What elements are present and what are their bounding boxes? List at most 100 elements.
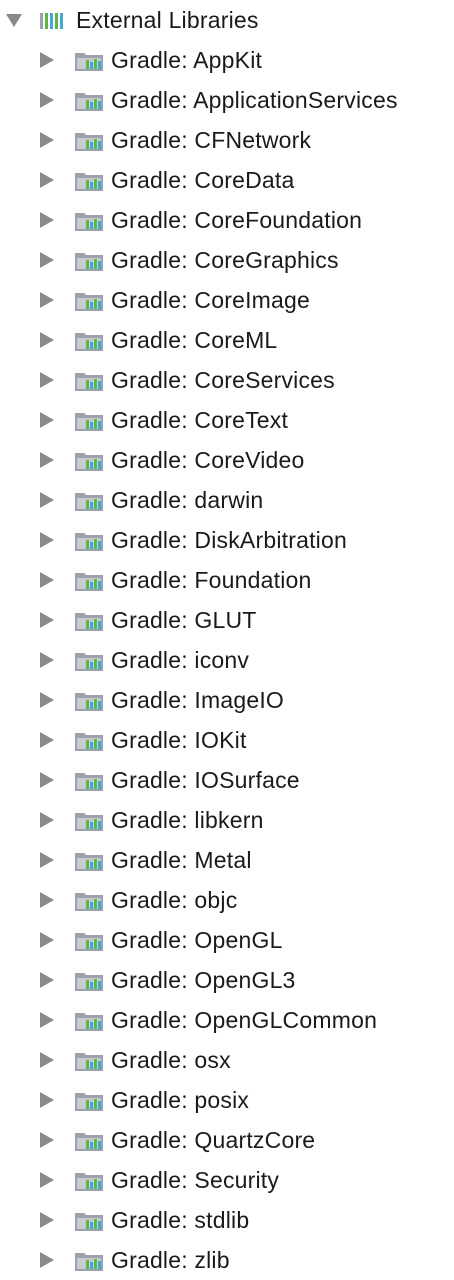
tree-node-library[interactable]: Gradle: CoreVideo xyxy=(0,440,454,480)
expand-arrow-down-icon[interactable] xyxy=(6,14,22,27)
tree-node-library[interactable]: Gradle: objc xyxy=(0,880,454,920)
expand-arrow-right-icon[interactable] xyxy=(40,972,54,988)
tree-node-label: Gradle: OpenGL xyxy=(111,927,283,953)
folder-library-icon xyxy=(75,173,103,191)
expand-arrow-right-icon[interactable] xyxy=(40,812,54,828)
tree-node-library[interactable]: Gradle: CoreText xyxy=(0,400,454,440)
expand-arrow-right-icon[interactable] xyxy=(40,92,54,108)
tree-node-library[interactable]: Gradle: CoreImage xyxy=(0,280,454,320)
folder-library-icon xyxy=(75,253,103,271)
tree-node-library[interactable]: Gradle: CFNetwork xyxy=(0,120,454,160)
expand-arrow-right-icon[interactable] xyxy=(40,612,54,628)
tree-node-library[interactable]: Gradle: iconv xyxy=(0,640,454,680)
expand-arrow-right-icon[interactable] xyxy=(40,932,54,948)
expand-arrow-right-icon[interactable] xyxy=(40,252,54,268)
expand-arrow-right-icon[interactable] xyxy=(40,212,54,228)
library-icon xyxy=(40,13,63,29)
expand-arrow-right-icon[interactable] xyxy=(40,572,54,588)
tree-node-label: Gradle: stdlib xyxy=(111,1207,250,1233)
tree-node-label: Gradle: darwin xyxy=(111,487,264,513)
tree-node-label: Gradle: DiskArbitration xyxy=(111,527,347,553)
expand-arrow-right-icon[interactable] xyxy=(40,132,54,148)
folder-library-icon xyxy=(75,893,103,911)
folder-library-icon xyxy=(75,213,103,231)
tree-node-label: External Libraries xyxy=(76,7,259,33)
expand-arrow-right-icon[interactable] xyxy=(40,52,54,68)
expand-arrow-right-icon[interactable] xyxy=(40,692,54,708)
tree-node-label: Gradle: IOSurface xyxy=(111,767,300,793)
tree-node-library[interactable]: Gradle: ImageIO xyxy=(0,680,454,720)
tree-node-library[interactable]: Gradle: CoreServices xyxy=(0,360,454,400)
expand-arrow-right-icon[interactable] xyxy=(40,1132,54,1148)
tree-node-label: Gradle: GLUT xyxy=(111,607,257,633)
expand-arrow-right-icon[interactable] xyxy=(40,1052,54,1068)
expand-arrow-right-icon[interactable] xyxy=(40,412,54,428)
folder-library-icon xyxy=(75,1093,103,1111)
folder-library-icon xyxy=(75,533,103,551)
tree-node-library[interactable]: Gradle: ApplicationServices xyxy=(0,80,454,120)
tree-node-library[interactable]: Gradle: OpenGLCommon xyxy=(0,1000,454,1040)
tree-node-library[interactable]: Gradle: Security xyxy=(0,1160,454,1200)
expand-arrow-right-icon[interactable] xyxy=(40,852,54,868)
tree-node-library[interactable]: Gradle: DiskArbitration xyxy=(0,520,454,560)
tree-node-label: Gradle: CoreText xyxy=(111,407,289,433)
folder-library-icon xyxy=(75,973,103,991)
tree-node-label: Gradle: CoreFoundation xyxy=(111,207,363,233)
tree-node-library[interactable]: Gradle: stdlib xyxy=(0,1200,454,1240)
expand-arrow-right-icon[interactable] xyxy=(40,172,54,188)
tree-node-library[interactable]: Gradle: Foundation xyxy=(0,560,454,600)
folder-library-icon xyxy=(75,93,103,111)
tree-node-library[interactable]: Gradle: posix xyxy=(0,1080,454,1120)
expand-arrow-right-icon[interactable] xyxy=(40,732,54,748)
tree-node-library[interactable]: Gradle: IOKit xyxy=(0,720,454,760)
expand-arrow-right-icon[interactable] xyxy=(40,1092,54,1108)
tree-node-label: Gradle: OpenGLCommon xyxy=(111,1007,378,1033)
folder-library-icon xyxy=(75,53,103,71)
tree-node-external-libraries[interactable]: External Libraries xyxy=(0,0,454,40)
tree-node-label: Gradle: osx xyxy=(111,1047,231,1073)
tree-node-label: Gradle: iconv xyxy=(111,647,250,673)
tree-node-library[interactable]: Gradle: libkern xyxy=(0,800,454,840)
tree-node-label: Gradle: IOKit xyxy=(111,727,247,753)
tree-node-library[interactable]: Gradle: Metal xyxy=(0,840,454,880)
folder-library-icon xyxy=(75,413,103,431)
folder-library-icon xyxy=(75,1133,103,1151)
tree-node-label: Gradle: CoreServices xyxy=(111,367,335,393)
tree-node-library[interactable]: Gradle: CoreGraphics xyxy=(0,240,454,280)
tree-node-library[interactable]: Gradle: OpenGL xyxy=(0,920,454,960)
expand-arrow-right-icon[interactable] xyxy=(40,292,54,308)
folder-library-icon xyxy=(75,853,103,871)
tree-node-library[interactable]: Gradle: AppKit xyxy=(0,40,454,80)
expand-arrow-right-icon[interactable] xyxy=(40,372,54,388)
expand-arrow-right-icon[interactable] xyxy=(40,652,54,668)
folder-library-icon xyxy=(75,773,103,791)
folder-library-icon xyxy=(75,573,103,591)
expand-arrow-right-icon[interactable] xyxy=(40,332,54,348)
tree-node-library[interactable]: Gradle: CoreData xyxy=(0,160,454,200)
tree-node-label: Gradle: CoreVideo xyxy=(111,447,305,473)
tree-node-library[interactable]: Gradle: CoreFoundation xyxy=(0,200,454,240)
tree-node-library[interactable]: Gradle: CoreML xyxy=(0,320,454,360)
expand-arrow-right-icon[interactable] xyxy=(40,772,54,788)
tree-node-label: Gradle: OpenGL3 xyxy=(111,967,296,993)
tree-node-library[interactable]: Gradle: zlib xyxy=(0,1240,454,1280)
expand-arrow-right-icon[interactable] xyxy=(40,452,54,468)
tree-node-library[interactable]: Gradle: GLUT xyxy=(0,600,454,640)
tree-node-library[interactable]: Gradle: OpenGL3 xyxy=(0,960,454,1000)
folder-library-icon xyxy=(75,693,103,711)
expand-arrow-right-icon[interactable] xyxy=(40,532,54,548)
expand-arrow-right-icon[interactable] xyxy=(40,1012,54,1028)
tree-node-library[interactable]: Gradle: QuartzCore xyxy=(0,1120,454,1160)
expand-arrow-right-icon[interactable] xyxy=(40,1252,54,1268)
folder-library-icon xyxy=(75,373,103,391)
expand-arrow-right-icon[interactable] xyxy=(40,1212,54,1228)
tree-node-library[interactable]: Gradle: darwin xyxy=(0,480,454,520)
expand-arrow-right-icon[interactable] xyxy=(40,492,54,508)
tree-node-library[interactable]: Gradle: osx xyxy=(0,1040,454,1080)
folder-library-icon xyxy=(75,333,103,351)
expand-arrow-right-icon[interactable] xyxy=(40,892,54,908)
tree-node-label: Gradle: CoreData xyxy=(111,167,295,193)
expand-arrow-right-icon[interactable] xyxy=(40,1172,54,1188)
tree-node-library[interactable]: Gradle: IOSurface xyxy=(0,760,454,800)
